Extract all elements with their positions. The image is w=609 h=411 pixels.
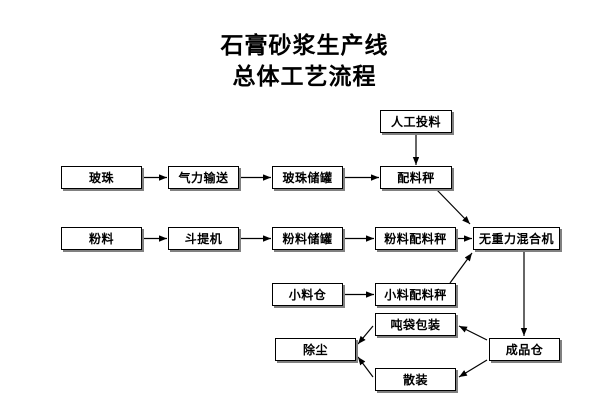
node-chuchen[interactable]: 除尘 xyxy=(275,338,356,361)
node-chengpincang[interactable]: 成品仓 xyxy=(489,338,560,361)
node-dundaibaozhuang[interactable]: 吨袋包装 xyxy=(375,313,456,336)
node-label: 粉料配料秤 xyxy=(384,232,447,246)
edge-chengpincang-to-sanzhuang xyxy=(458,359,488,378)
edge-xiaoliaopeiliaocheng-to-hunheji xyxy=(449,252,473,284)
node-label: 吨袋包装 xyxy=(390,318,441,332)
node-bozhu[interactable]: 玻珠 xyxy=(61,166,142,189)
node-label: 散装 xyxy=(402,373,428,387)
node-bozhuchuguan[interactable]: 玻珠储罐 xyxy=(272,166,343,189)
edge-sanzhuang-to-chuchen xyxy=(357,356,374,378)
node-label: 成品仓 xyxy=(505,343,544,357)
node-xiaoliaocang[interactable]: 小料仓 xyxy=(272,283,343,306)
node-sanzhuang[interactable]: 散装 xyxy=(375,368,456,391)
node-label: 玻珠 xyxy=(88,171,114,185)
node-doutiji[interactable]: 斗提机 xyxy=(168,227,239,250)
page-title-line-2: 总体工艺流程 xyxy=(232,64,377,90)
node-label: 无重力混合机 xyxy=(478,232,554,246)
node-fenliaopeiliao[interactable]: 粉料配料秤 xyxy=(375,227,456,250)
node-label: 粉料储罐 xyxy=(282,232,333,246)
node-wuzhonglihunhe[interactable]: 无重力混合机 xyxy=(473,227,560,250)
edge-dundaibaozhuang-to-chuchen xyxy=(357,325,374,345)
node-label: 斗提机 xyxy=(184,232,223,246)
node-peiliaocheng[interactable]: 配料秤 xyxy=(380,166,452,189)
edge-chengpincang-to-dundaibaozhuang xyxy=(458,325,488,341)
page-title-line-1: 石膏砂浆生产线 xyxy=(220,33,389,59)
node-xiaoliaopeiliao[interactable]: 小料配料秤 xyxy=(375,283,456,306)
node-label: 小料仓 xyxy=(288,288,327,302)
node-qilishusong[interactable]: 气力输送 xyxy=(168,166,239,189)
node-fenliao[interactable]: 粉料 xyxy=(61,227,142,250)
node-rengongtouliao[interactable]: 人工投料 xyxy=(380,110,452,133)
edge-peiliaocheng-to-hunheji xyxy=(436,189,471,225)
node-label: 小料配料秤 xyxy=(384,288,447,302)
node-label: 粉料 xyxy=(88,232,114,246)
node-label: 除尘 xyxy=(302,343,328,357)
node-label: 人工投料 xyxy=(390,115,441,129)
node-label: 配料秤 xyxy=(397,171,435,185)
node-label: 玻珠储罐 xyxy=(282,171,333,185)
node-label: 气力输送 xyxy=(178,171,229,185)
node-fenliaochuguan[interactable]: 粉料储罐 xyxy=(272,227,343,250)
